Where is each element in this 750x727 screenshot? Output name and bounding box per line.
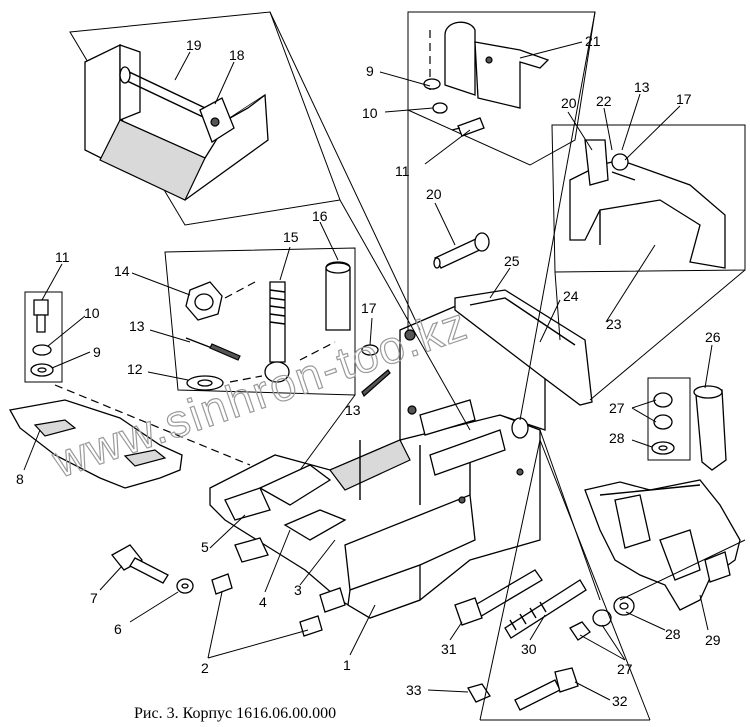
- studs-30-31: [454, 569, 587, 639]
- callout-21: 21: [585, 33, 601, 49]
- callout-5: 5: [201, 539, 209, 555]
- callout-7: 7: [90, 590, 98, 606]
- callout-28-top: 28: [609, 430, 625, 446]
- callout-11-left: 11: [55, 249, 70, 265]
- nuts-lower-27-28: [569, 596, 635, 641]
- callout-10-left: 10: [84, 305, 100, 321]
- callout-1: 1: [343, 657, 351, 673]
- callout-17-mid: 17: [361, 300, 377, 316]
- bolt-32-nut-33: [467, 667, 579, 711]
- callouts: 19 18 9 10 11 21 20 22 13 20 17 16 15 14…: [16, 33, 721, 709]
- plate-8: [8, 384, 251, 489]
- callout-14: 14: [114, 263, 130, 279]
- callout-26: 26: [705, 329, 721, 345]
- callout-25: 25: [504, 253, 520, 269]
- inset-plate-21: [407, 11, 596, 166]
- callout-33: 33: [406, 682, 422, 698]
- callout-27-low: 27: [617, 661, 633, 677]
- callout-8: 8: [16, 471, 24, 487]
- callout-3: 3: [294, 582, 302, 598]
- callout-9-left: 9: [93, 344, 101, 360]
- callout-2: 2: [201, 660, 209, 676]
- callout-9-top: 9: [366, 63, 374, 79]
- leader-lines: [61, 11, 746, 721]
- callout-10-top: 10: [362, 105, 378, 121]
- callout-11-top: 11: [395, 163, 410, 179]
- callout-28-low: 28: [665, 626, 681, 642]
- callout-23: 23: [606, 316, 622, 332]
- callout-15: 15: [283, 229, 299, 245]
- callout-18: 18: [229, 47, 245, 63]
- callout-30: 30: [521, 641, 537, 657]
- bolt-7-washer-6: [111, 544, 323, 637]
- bolt-stack-left: [24, 291, 63, 383]
- callout-20: 20: [426, 186, 442, 202]
- callout-29: 29: [705, 632, 721, 648]
- cover-24: [454, 289, 593, 406]
- figure-caption: Рис. 3. Корпус 1616.06.00.000: [134, 705, 336, 722]
- callout-6: 6: [114, 621, 122, 637]
- callout-13-top: 22: [596, 93, 612, 109]
- callout-13-mid: 13: [345, 402, 361, 418]
- callout-16: 16: [312, 208, 328, 224]
- inset-stud-12-16: [164, 247, 356, 396]
- callout-22: 20: [561, 95, 577, 111]
- pin-26-washers: [647, 377, 727, 471]
- callout-20-top: 13: [634, 79, 650, 95]
- callout-24: 24: [563, 288, 579, 304]
- callout-12: 12: [127, 361, 143, 377]
- pin-20: [433, 232, 490, 269]
- callout-31: 31: [441, 641, 457, 657]
- callout-4: 4: [259, 594, 267, 610]
- inset-bracket-19-18: [69, 11, 341, 226]
- callout-17-top: 17: [676, 91, 692, 107]
- inset-clamp-23: [551, 124, 746, 273]
- bracket-29: [584, 479, 741, 611]
- callout-27-top: 27: [609, 400, 625, 416]
- callout-13-left: 13: [129, 318, 145, 334]
- callout-32: 32: [612, 693, 628, 709]
- callout-19: 19: [186, 37, 202, 53]
